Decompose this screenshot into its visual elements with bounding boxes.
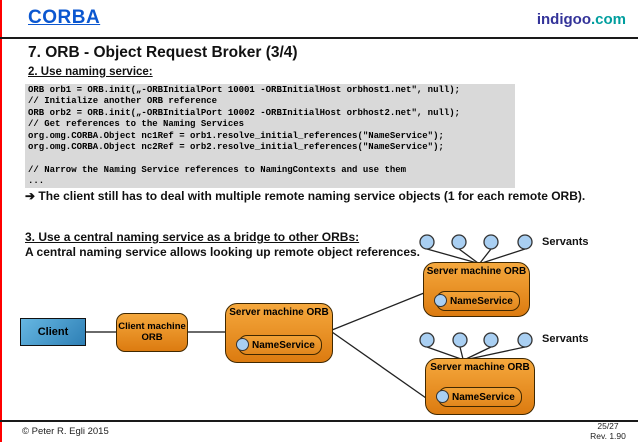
section3-body: A central naming service allows looking … xyxy=(25,245,421,259)
server-orb-bottom: Server machine ORB NameService xyxy=(425,358,535,415)
left-red-border xyxy=(0,0,2,442)
copyright-text: © Peter R. Egli 2015 xyxy=(22,426,109,437)
section3: 3. Use a central naming service as a bri… xyxy=(25,230,425,260)
code-block: ORB orb1 = ORB.init(„-ORBInitialPort 100… xyxy=(25,84,515,188)
server-orb-central: Server machine ORB NameService xyxy=(225,303,333,363)
servants-label-top: Servants xyxy=(542,236,589,248)
client-machine-orb-node: Client machine ORB xyxy=(116,313,188,352)
section2-note: ➔ The client still has to deal with mult… xyxy=(25,189,625,204)
servant-icon xyxy=(517,332,533,348)
server-orb-title: Server machine ORB xyxy=(430,362,530,373)
nameservice-node: NameService xyxy=(236,335,322,355)
page-number: 25/27 xyxy=(597,421,619,431)
nameservice-object-icon xyxy=(434,294,447,307)
site-tld: .com xyxy=(590,11,626,28)
section2-heading: 2. Use naming service: xyxy=(28,66,153,78)
servant-icon xyxy=(483,332,499,348)
nameservice-label: NameService xyxy=(252,339,315,351)
nameservice-object-icon xyxy=(236,338,249,351)
server-orb-top: Server machine ORB NameService xyxy=(423,262,530,317)
server-orb-title: Server machine ORB xyxy=(426,266,527,277)
nameservice-node: NameService xyxy=(436,387,522,407)
client-node: Client xyxy=(20,318,86,346)
servants-label-bottom: Servants xyxy=(542,333,589,345)
site-logo: indigoo.com xyxy=(537,11,626,28)
header-divider xyxy=(0,37,638,39)
brand-logo: CORBA xyxy=(28,7,101,28)
servant-icon xyxy=(452,332,468,348)
arrow-icon: ➔ xyxy=(25,189,36,203)
servant-icon xyxy=(451,234,467,250)
server-orb-title: Server machine ORB xyxy=(229,307,329,318)
nameservice-label: NameService xyxy=(452,391,515,403)
servant-icon xyxy=(517,234,533,250)
section3-heading: 3. Use a central naming service as a bri… xyxy=(25,230,360,244)
nameservice-node: NameService xyxy=(434,291,520,311)
nameservice-object-icon xyxy=(436,390,449,403)
section2-note-text: The client still has to deal with multip… xyxy=(38,189,586,203)
site-name: indigoo xyxy=(536,11,591,28)
slide-title: 7. ORB - Object Request Broker (3/4) xyxy=(28,44,298,61)
servant-icon xyxy=(483,234,499,250)
revision: Rev. 1.90 xyxy=(590,431,626,441)
page-number-block: 25/27 Rev. 1.90 xyxy=(583,421,633,441)
servant-icon xyxy=(419,332,435,348)
nameservice-label: NameService xyxy=(450,295,513,307)
footer-divider xyxy=(0,420,638,422)
